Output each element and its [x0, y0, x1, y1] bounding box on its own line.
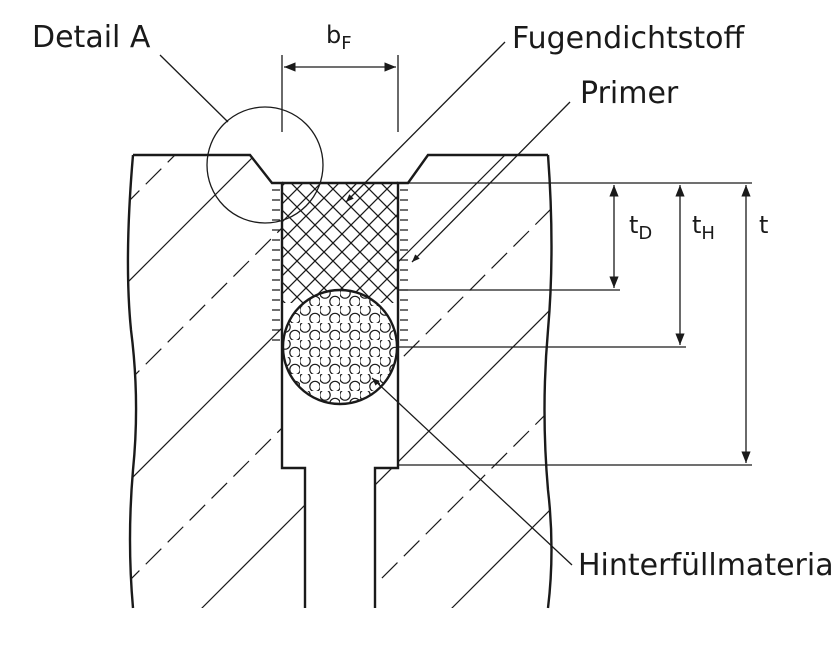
joint-sealant	[282, 181, 398, 303]
backfill-rod	[281, 288, 399, 406]
primer-layer-left	[272, 189, 280, 341]
sealant-leader	[345, 41, 506, 203]
detail-a-label: Detail A	[32, 20, 151, 55]
total-depth-label: t	[759, 211, 768, 239]
backfill-leader	[371, 377, 573, 566]
primer-leader	[411, 101, 571, 263]
sealant-label: Fugendichtstoff	[512, 21, 746, 56]
backfill-label: Hinterfüllmaterial	[578, 548, 835, 583]
sealant-depth-label: tD	[629, 211, 652, 244]
joint-width-dimension	[281, 55, 399, 132]
detail-a-leader	[159, 54, 229, 123]
detail-a-circle	[206, 106, 324, 224]
depth-dimensions	[398, 182, 752, 466]
joint-width-label: bF	[326, 21, 352, 54]
primer-label: Primer	[580, 76, 679, 111]
backfill-depth-label: tH	[692, 211, 715, 244]
primer-layer-right	[400, 189, 408, 341]
